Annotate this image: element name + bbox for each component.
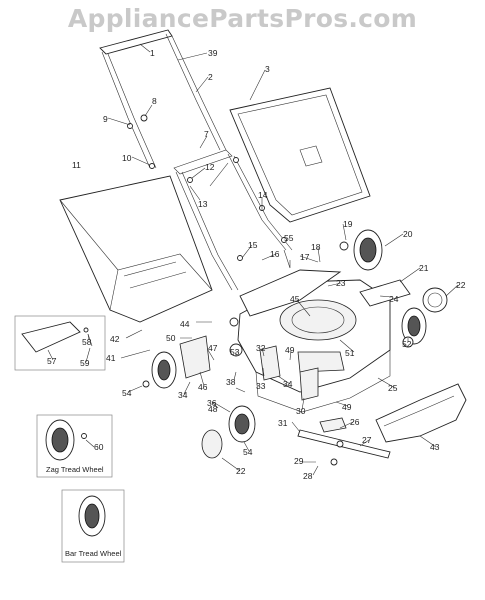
callout-7: 7 [204,129,209,139]
callout-48: 48 [208,404,218,414]
upper-handle [99,29,227,169]
callout-2: 2 [208,72,213,82]
callout-17: 17 [300,252,310,262]
callout-16: 16 [270,249,280,259]
callout-51: 51 [345,348,355,358]
callout-22: 22 [236,466,246,476]
callout-30: 30 [296,406,306,416]
leader-lines [47,43,459,476]
callout-15: 15 [248,240,258,250]
callout-38: 38 [226,377,236,387]
callout-58: 58 [82,337,92,347]
callout-24: 24 [389,294,399,304]
callout-18: 18 [311,242,321,252]
wheel-rear-right [339,229,383,271]
callout-10: 10 [122,153,132,163]
side-discharge-chute [359,279,411,307]
callout-20: 20 [403,229,413,239]
wheel-front-left [228,405,256,443]
callout-54: 54 [122,388,132,398]
callout-12: 12 [205,162,215,172]
callout-19: 19 [343,219,353,229]
callout-34: 34 [283,379,293,389]
height-adjuster-brackets [179,317,414,401]
callout-27: 27 [362,435,372,445]
watermark: AppliancePartsPros.com [67,4,418,33]
callout-55: 55 [284,233,294,243]
callout-29: 29 [294,456,304,466]
callout-9: 9 [103,114,108,124]
callout-33: 33 [256,381,266,391]
callout-60: 60 [94,442,104,452]
grass-bag-frame [229,87,371,223]
inset-deflector-box [14,315,106,371]
zag-tread-wheel-caption: Zag Tread Wheel [46,465,104,474]
mulch-plug [375,383,467,443]
callout-8: 8 [152,96,157,106]
callout-31: 31 [278,418,288,428]
callout-54: 54 [243,447,253,457]
callout-46: 46 [198,382,208,392]
callout-11: 11 [72,160,81,170]
inset-bar-tread-wheel [61,489,125,563]
callout-59: 59 [80,358,90,368]
callout-1: 1 [150,48,155,58]
callout-41: 41 [106,353,116,363]
callout-45: 45 [290,294,300,304]
callout-21: 21 [419,263,429,273]
callout-44: 44 [180,319,190,329]
grass-bag [59,175,213,323]
inset-zag-tread-wheel [36,414,113,478]
callout-3: 3 [265,64,270,74]
callout-28: 28 [303,471,313,481]
callout-49: 49 [342,402,352,412]
callout-52: 52 [402,339,412,349]
callout-47: 47 [208,343,218,353]
callout-25: 25 [388,383,398,393]
callout-34: 34 [178,390,188,400]
callout-42: 42 [110,334,120,344]
callout-36: 36 [207,398,217,408]
callout-22: 22 [456,280,466,290]
callout-23: 23 [336,278,346,288]
callout-numbers: 1 39 2 3 8 9 7 10 12 13 11 14 19 20 15 5… [47,48,466,481]
callout-32: 32 [256,343,266,353]
callout-50: 50 [166,333,176,343]
callout-43: 43 [430,442,440,452]
callout-57: 57 [47,356,57,366]
hubcap-22 [422,287,448,313]
blade-adapter [319,417,347,466]
callout-39: 39 [208,48,218,58]
callout-49: 49 [285,345,295,355]
callout-14: 14 [258,190,268,200]
callout-53: 53 [230,347,240,357]
callout-26: 26 [350,417,360,427]
wheel-front-right [401,307,427,345]
bar-tread-wheel-caption: Bar Tread Wheel [65,549,122,558]
callout-13: 13 [198,199,208,209]
wheel-rear-left [142,351,177,389]
hubcap-front-left [201,429,223,459]
blade [297,429,391,459]
